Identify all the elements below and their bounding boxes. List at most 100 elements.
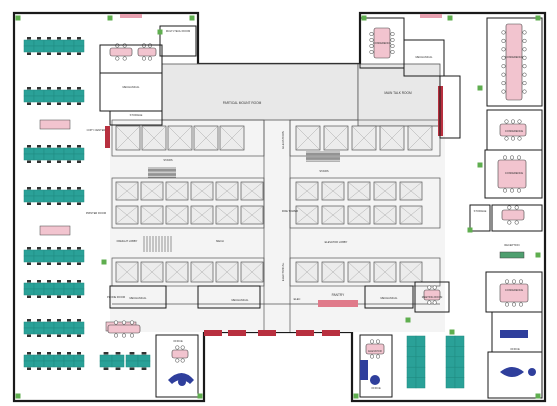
chair: [509, 155, 515, 160]
desk: [111, 354, 125, 362]
chair: [113, 320, 119, 325]
plant: [535, 252, 541, 258]
label-storage-right: STORAGE: [474, 209, 487, 213]
desk: [43, 354, 55, 362]
desk: [43, 288, 55, 296]
label-multi-tech-room: MULTI-TECH ROOM: [166, 29, 190, 33]
shaft-diagonal: [215, 261, 239, 283]
chair: [57, 145, 61, 148]
chair: [369, 354, 375, 359]
shaft-diagonal: [165, 181, 189, 201]
chair: [27, 160, 31, 163]
desk: [73, 321, 85, 329]
chair: [115, 56, 120, 61]
shaft-diagonal: [295, 181, 319, 201]
chair: [47, 367, 51, 370]
label-stairs-left: STAIRS: [163, 158, 172, 162]
desk: [137, 360, 151, 368]
shaft-diagonal: [115, 125, 141, 151]
label-elevators: ELEVATORS: [281, 131, 285, 149]
chair: [27, 102, 31, 105]
desk: [445, 366, 456, 378]
core-cells: [115, 125, 433, 283]
chair: [67, 187, 71, 190]
chair: [47, 187, 51, 190]
desk-bank: [23, 37, 85, 55]
label-mechanical-right-bottom: MECHANICAL: [380, 296, 398, 300]
desk: [99, 354, 113, 362]
desk: [63, 89, 75, 97]
shaft-diagonal: [347, 205, 371, 225]
label-office-sw: OFFICE: [173, 339, 183, 343]
desk: [43, 195, 55, 203]
chair: [522, 47, 527, 52]
label-copy-center: COPY CENTER: [87, 128, 106, 132]
desk: [43, 189, 55, 197]
desk-bank: [23, 87, 85, 105]
shaft-diagonal: [321, 261, 345, 283]
label-conf-a: CONFERENCE: [373, 41, 391, 45]
conference-table: [171, 345, 189, 363]
chair: [57, 334, 61, 337]
desk: [43, 147, 55, 155]
chair: [510, 119, 516, 124]
desk: [63, 147, 75, 155]
chair: [27, 247, 31, 250]
chair: [27, 295, 31, 298]
desk-bank: [23, 280, 85, 298]
chair: [522, 89, 527, 94]
desk: [23, 288, 35, 296]
desk: [415, 346, 426, 358]
chair: [522, 72, 527, 77]
desk: [33, 282, 45, 290]
desk: [415, 377, 426, 389]
desk: [43, 282, 55, 290]
desk: [63, 153, 75, 161]
chair: [67, 280, 71, 283]
chair: [504, 279, 510, 284]
chair: [511, 279, 517, 284]
desk: [23, 354, 35, 362]
chair: [507, 220, 512, 225]
shaft-diagonal: [215, 205, 239, 225]
desk: [43, 327, 55, 335]
chair: [47, 295, 51, 298]
desk: [63, 195, 75, 203]
chair: [501, 47, 506, 52]
label-conf-b: CONFERENCE: [505, 55, 523, 59]
chair: [27, 145, 31, 148]
chair: [37, 87, 41, 90]
table: [499, 123, 527, 137]
desk: [53, 354, 65, 362]
desk: [73, 360, 85, 368]
desk: [63, 189, 75, 197]
desk: [23, 89, 35, 97]
desk: [23, 189, 35, 197]
desk: [454, 377, 465, 389]
desk-bank: [99, 352, 125, 370]
desk-bank-vertical: [445, 335, 465, 389]
desk: [43, 321, 55, 329]
desk: [73, 282, 85, 290]
chair: [57, 202, 61, 205]
chair: [37, 247, 41, 250]
shaft-diagonal: [167, 125, 193, 151]
chair: [115, 367, 121, 370]
desk: [63, 321, 75, 329]
desk: [415, 335, 426, 347]
chair: [67, 87, 71, 90]
chair: [369, 49, 374, 55]
conference-table: [501, 23, 527, 101]
desk: [63, 282, 75, 290]
chair: [522, 55, 527, 60]
chair: [517, 119, 522, 124]
desk: [23, 153, 35, 161]
shaft-diagonal: [323, 125, 349, 151]
desk-banks-west: [23, 37, 151, 370]
chair: [510, 136, 516, 141]
desk: [53, 95, 65, 103]
label-pantry: PANTRY: [332, 293, 346, 297]
chair: [37, 352, 41, 355]
shaft-diagonal: [373, 205, 397, 225]
desk: [415, 356, 426, 368]
